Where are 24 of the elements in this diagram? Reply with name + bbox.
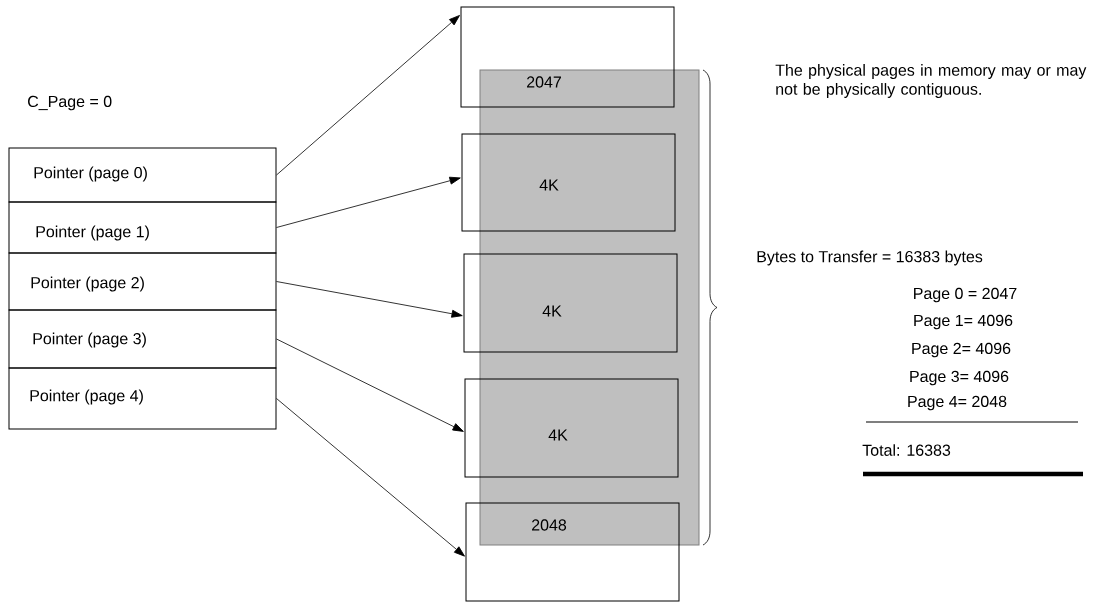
page-box: 2048	[465, 502, 680, 602]
label-text: Page 4= 2048	[908, 395, 1007, 411]
page-box: 4K	[461, 133, 676, 232]
label-text: Page 3= 4096	[910, 370, 1009, 386]
arrow	[276, 281, 463, 318]
table-row: Pointer (page 4)	[8, 367, 277, 430]
table-row: Pointer (page 2)	[8, 252, 277, 311]
table-row: Pointer (page 3)	[8, 309, 277, 369]
label-text: Page 0 = 2047	[914, 287, 1017, 303]
label-text: Bytes to Transfer = 16383 bytes	[757, 250, 983, 266]
page-box: 2047	[460, 6, 675, 108]
page-box: 4K	[463, 253, 678, 353]
table-row: Pointer (page 1)	[8, 201, 277, 254]
arrow	[276, 176, 461, 228]
label-text: Page 1= 4096	[914, 314, 1013, 330]
arrow	[276, 338, 464, 432]
label-text: C_Page = 0	[28, 95, 112, 111]
arrow	[276, 15, 460, 176]
label-text: Page 2= 4096	[912, 342, 1011, 358]
arrow	[276, 398, 465, 557]
table-row: Pointer (page 0)	[8, 147, 277, 203]
label-text: Total: 16383	[862, 444, 951, 456]
note-text: The physical pages in memory may or may not be physically contiguous.	[775, 64, 1087, 98]
page-box: 4K	[464, 378, 679, 478]
